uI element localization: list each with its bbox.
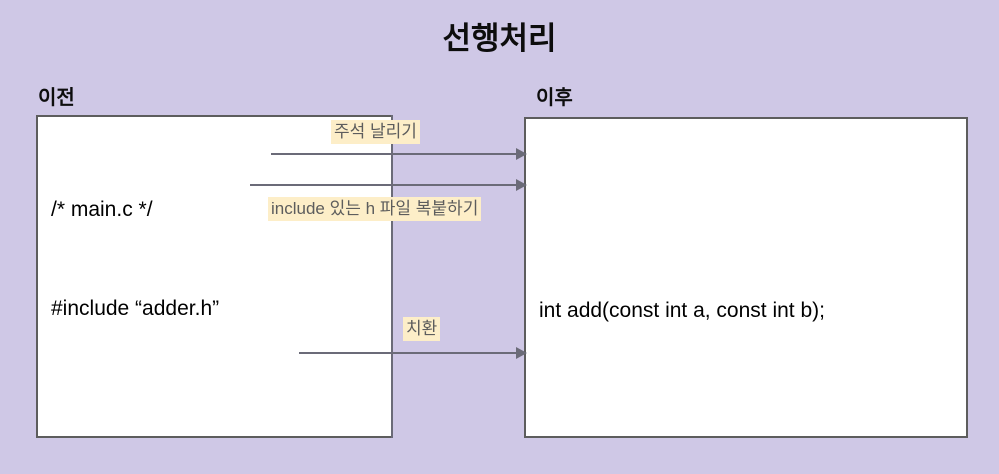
code-line: /* main.c */: [51, 198, 153, 221]
after-code-panel: int add(const int a, const int b); int m…: [524, 117, 968, 438]
after-code-block: int add(const int a, const int b); int m…: [539, 129, 962, 436]
before-column-label: 이전: [38, 87, 75, 109]
annotation-strip-comments: 주석 날리기: [331, 120, 420, 144]
code-line: #include “adder.h”: [51, 297, 220, 320]
code-line-blank: [539, 393, 962, 426]
code-line: int add(const int a, const int b);: [539, 299, 825, 322]
after-column-label: 이후: [536, 87, 573, 109]
annotation-paste-header: include 있는 h 파일 복붙하기: [268, 197, 482, 221]
before-code-block: /* main.c */ #include “adder.h” int main…: [51, 127, 387, 436]
annotation-substitute: 치환: [403, 317, 441, 341]
before-code-panel: /* main.c */ #include “adder.h” int main…: [36, 115, 393, 438]
code-line-blank: [51, 391, 387, 424]
code-line-blank: [539, 195, 962, 228]
page-title: 선행처리: [442, 21, 557, 56]
